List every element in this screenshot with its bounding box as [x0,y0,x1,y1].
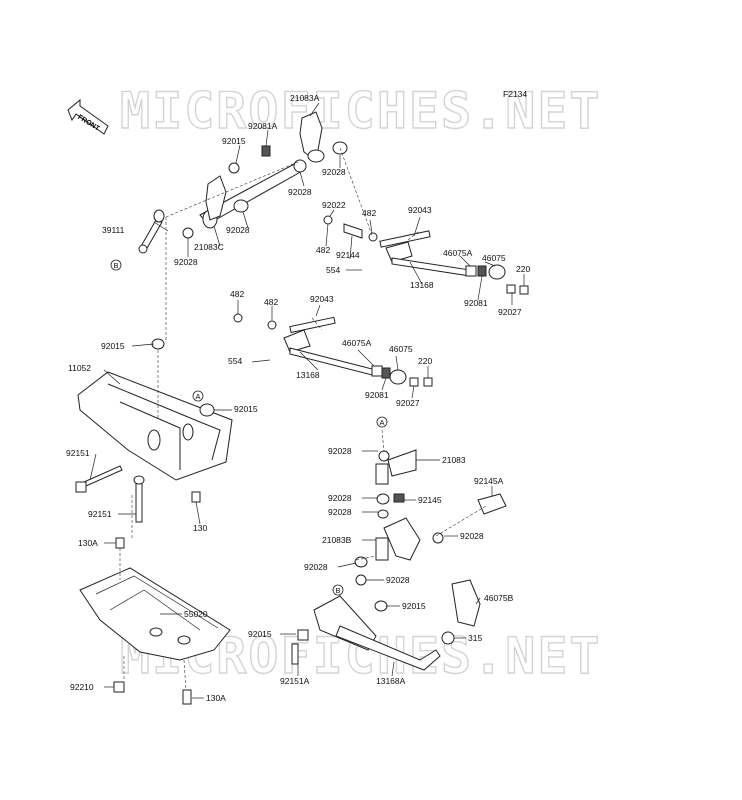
part-label: 92015 [402,601,426,611]
part-label: 21083 [442,455,466,465]
pedal-group [291,449,507,671]
part-label: 92144 [336,250,360,260]
part-label: 11052 [68,363,91,373]
part-label: 21083B [322,535,352,545]
part-label: 482 [362,208,376,218]
part-label: 92043 [310,294,334,304]
svg-text:B: B [113,261,118,270]
ref-circle-b-1: B [110,259,122,271]
part-label: 39111 [102,225,125,235]
ref-circle-a-1: A [192,390,204,402]
part-label: 130 [193,523,207,533]
shaft-group-upper [323,215,529,295]
part-label: 92028 [226,225,250,235]
part-label: 92027 [498,307,522,317]
part-label: 130A [78,538,98,548]
part-label: 55020 [184,609,208,619]
part-label: 554 [228,356,242,366]
part-label: 92015 [222,136,246,146]
part-label: 13168 [410,280,434,290]
leader-lines [89,102,525,699]
part-label: 92027 [396,398,420,408]
part-label: 130A [206,693,226,703]
part-label: 92028 [322,167,346,177]
part-label: 13168A [376,676,406,686]
part-label: 46075 [482,253,506,263]
skid-plate [79,537,231,705]
part-label: 92028 [288,187,312,197]
part-label: 92081A [248,121,278,131]
part-label: 21083A [290,93,320,103]
part-label: 92145 [418,495,442,505]
frame-bracket [75,338,233,523]
front-arrow-icon: FRONT [67,98,109,135]
part-label: 21083C [194,242,224,252]
part-label: 482 [316,245,330,255]
part-label: 92028 [328,493,352,503]
ref-circle-a-2: A [376,416,388,428]
part-labels: 21083A 92081A 92015 92028 92028 39111 21… [66,93,530,703]
part-label: 92081 [365,390,389,400]
upper-linkage [138,111,348,254]
part-label: 92081 [464,298,488,308]
part-label: 92151 [88,509,112,519]
part-label: 92022 [322,200,346,210]
part-label: 92151 [66,448,90,458]
part-label: 92151A [280,676,310,686]
svg-text:A: A [195,392,200,401]
svg-text:B: B [335,586,340,595]
part-label: 92015 [101,341,125,351]
part-label: 46075A [342,338,372,348]
part-label: 92043 [408,205,432,215]
part-label: 46075B [484,593,514,603]
part-label: 482 [264,297,278,307]
svg-text:A: A [379,418,384,427]
part-label: 92028 [304,562,328,572]
part-label: 13168 [296,370,320,380]
part-label: 92028 [386,575,410,585]
part-label: 92028 [460,531,484,541]
part-label: 92028 [328,507,352,517]
ref-circle-b-2: B [332,584,344,596]
part-label: 46075A [443,248,473,258]
watermark-top: MICROFICHES.NET [120,82,602,140]
part-label: 92210 [70,682,94,692]
part-label: 315 [468,633,482,643]
part-label: 46075 [389,344,413,354]
part-label: 220 [516,264,530,274]
part-label: 92145A [474,476,504,486]
part-label: 92015 [248,629,272,639]
part-label: 482 [230,289,244,299]
part-label: 92015 [234,404,258,414]
part-label: 220 [418,356,432,366]
figure-code: F2134 [503,89,527,99]
part-label: 92028 [174,257,198,267]
part-label: 554 [326,265,340,275]
part-label: 92028 [328,446,352,456]
